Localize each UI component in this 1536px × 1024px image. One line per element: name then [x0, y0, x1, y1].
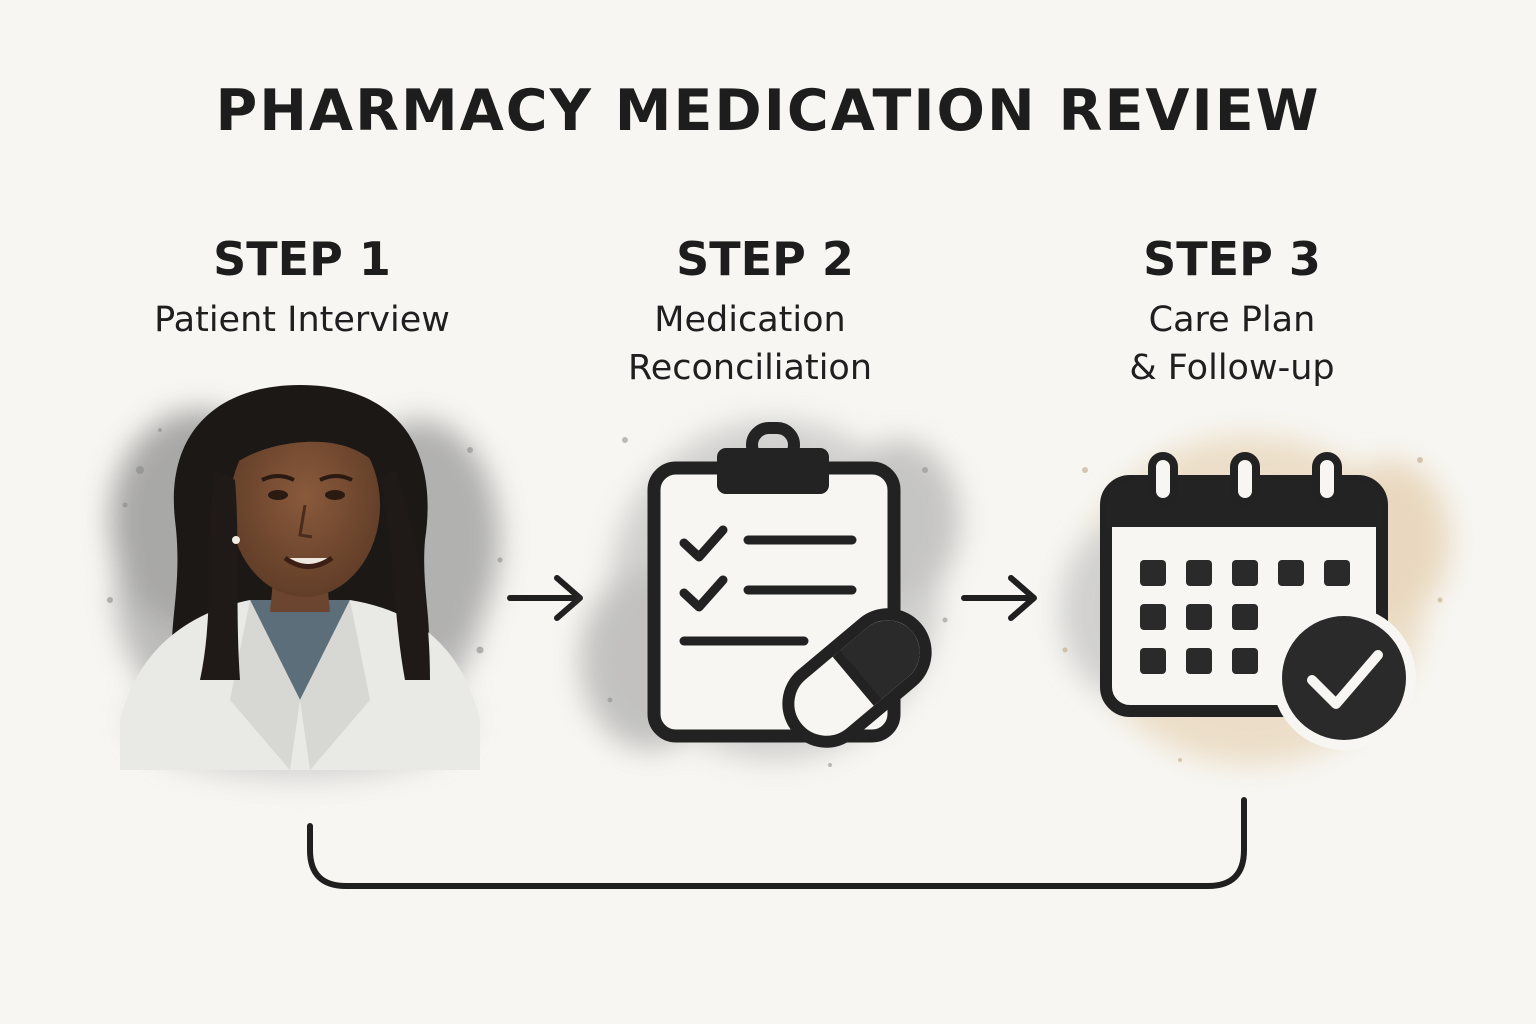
arrow-right-icon [961, 575, 1037, 621]
step-1-description: Patient Interview [92, 296, 512, 344]
step-2-line-1: Medication [654, 300, 846, 340]
return-loop-bracket [307, 797, 1247, 889]
step-3-line-1: Care Plan [1148, 300, 1316, 340]
step-1-line-1: Patient Interview [154, 300, 450, 340]
step-1-label: STEP 1 [213, 232, 391, 286]
step-3-label: STEP 3 [1143, 232, 1321, 286]
step-2-label: STEP 2 [676, 232, 854, 286]
page-title: PHARMACY MEDICATION REVIEW [215, 78, 1321, 144]
step-2-line-2: Reconciliation [627, 348, 873, 388]
step-3-description: Care Plan & Follow-up [1022, 296, 1442, 392]
calendar-check-icon [1060, 435, 1450, 765]
pharmacist-portrait [107, 385, 503, 780]
arrow-right-icon [507, 575, 583, 621]
clipboard-checklist-capsule-icon [580, 420, 960, 767]
step-2-description: Medication Reconciliation [540, 296, 960, 392]
step-3-line-2: & Follow-up [1129, 348, 1335, 388]
